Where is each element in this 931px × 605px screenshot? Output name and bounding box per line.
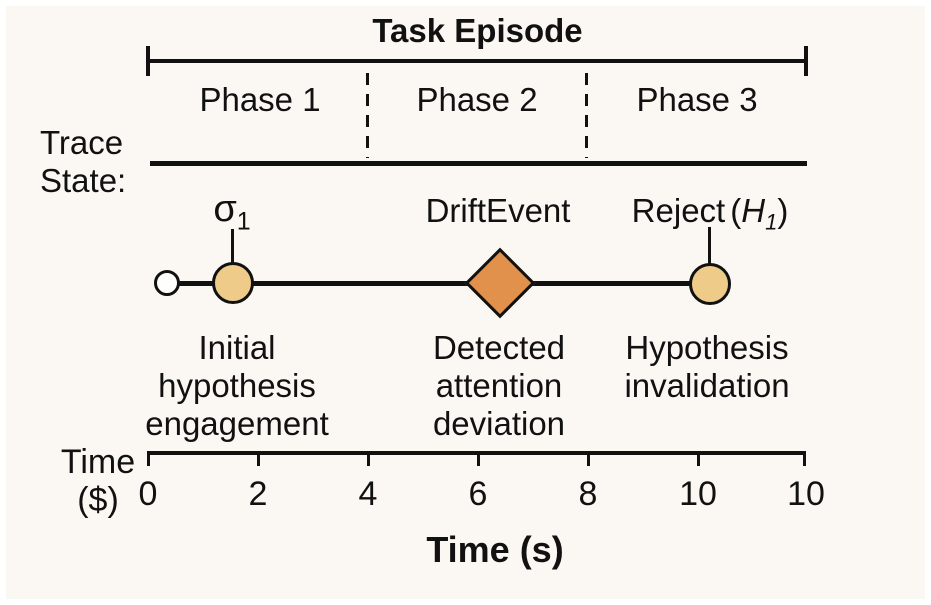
- axis-tick-label: 8: [578, 475, 598, 513]
- task-episode-bracket-line: [148, 59, 807, 63]
- trace-state-label: Trace State:: [40, 124, 126, 200]
- start-node-circle: [154, 270, 180, 296]
- axis-tick: [147, 451, 150, 466]
- reject-open-paren: (: [730, 192, 742, 229]
- caption-line: engagement: [145, 405, 329, 442]
- sigma1-node-circle: [212, 262, 254, 304]
- figure-title: Task Episode: [372, 12, 583, 49]
- bracket-right-tick: [804, 46, 808, 76]
- phase-2-label: Phase 2: [416, 81, 538, 118]
- axis-tick: [257, 451, 260, 466]
- time-axis-side-label: Time ($): [48, 443, 148, 519]
- caption-line: hypothesis: [158, 367, 316, 404]
- axis-tick: [697, 451, 700, 466]
- axis-tick-label: 6: [468, 475, 488, 513]
- trace-state-line1: Trace: [40, 124, 124, 161]
- side-label-line1: Time: [60, 443, 136, 481]
- reject-hypothesis-var: H: [741, 192, 766, 229]
- axis-tick-label: 4: [358, 475, 378, 513]
- hypothesis-invalidation-caption: Hypothesis invalidation: [607, 329, 807, 405]
- trace-state-line: [150, 161, 807, 166]
- axis-tick-label: 2: [248, 475, 268, 513]
- reject-node-circle: [689, 263, 731, 305]
- reject-prefix: Reject: [631, 192, 726, 229]
- side-label-line2: ($): [77, 481, 119, 519]
- trace-timeline-line: [166, 281, 710, 286]
- sigma-symbol: σ: [213, 188, 237, 230]
- drift-event-diamond: [464, 247, 536, 319]
- axis-tick-label: 10: [787, 475, 825, 513]
- caption-line: Initial: [198, 329, 276, 366]
- axis-tick: [477, 451, 480, 466]
- axis-tick: [803, 451, 806, 466]
- caption-line: Hypothesis: [625, 329, 789, 366]
- axis-tick-label: 0: [138, 475, 158, 513]
- phase-divider-1: [366, 73, 369, 158]
- reject-event-label: Reject(H1): [600, 192, 820, 236]
- drift-event-label: DriftEvent: [425, 192, 571, 229]
- caption-line: Detected: [432, 329, 566, 366]
- axis-tick: [367, 451, 370, 466]
- caption-line: attention: [435, 367, 563, 404]
- trace-state-line2: State:: [40, 162, 127, 199]
- phase-3-label: Phase 3: [636, 81, 758, 118]
- sigma-subscript: 1: [236, 207, 251, 236]
- bracket-left-tick: [146, 46, 150, 76]
- phase-divider-2: [585, 73, 588, 158]
- caption-line: deviation: [432, 405, 566, 442]
- caption-line: invalidation: [624, 367, 790, 404]
- axis-tick: [587, 451, 590, 466]
- sigma1-connector-line: [231, 229, 234, 264]
- reject-hypothesis-sub: 1: [765, 209, 778, 235]
- detected-deviation-caption: Detected attention deviation: [399, 329, 599, 443]
- reject-close-paren: ): [777, 192, 789, 229]
- phase-1-label: Phase 1: [199, 81, 321, 118]
- reject-connector-line: [708, 227, 711, 265]
- initial-hypothesis-caption: Initial hypothesis engagement: [137, 329, 337, 443]
- axis-tick-label: 10: [679, 475, 717, 513]
- sigma1-event-label: σ1: [187, 188, 277, 237]
- time-axis-title: Time (s): [426, 529, 564, 570]
